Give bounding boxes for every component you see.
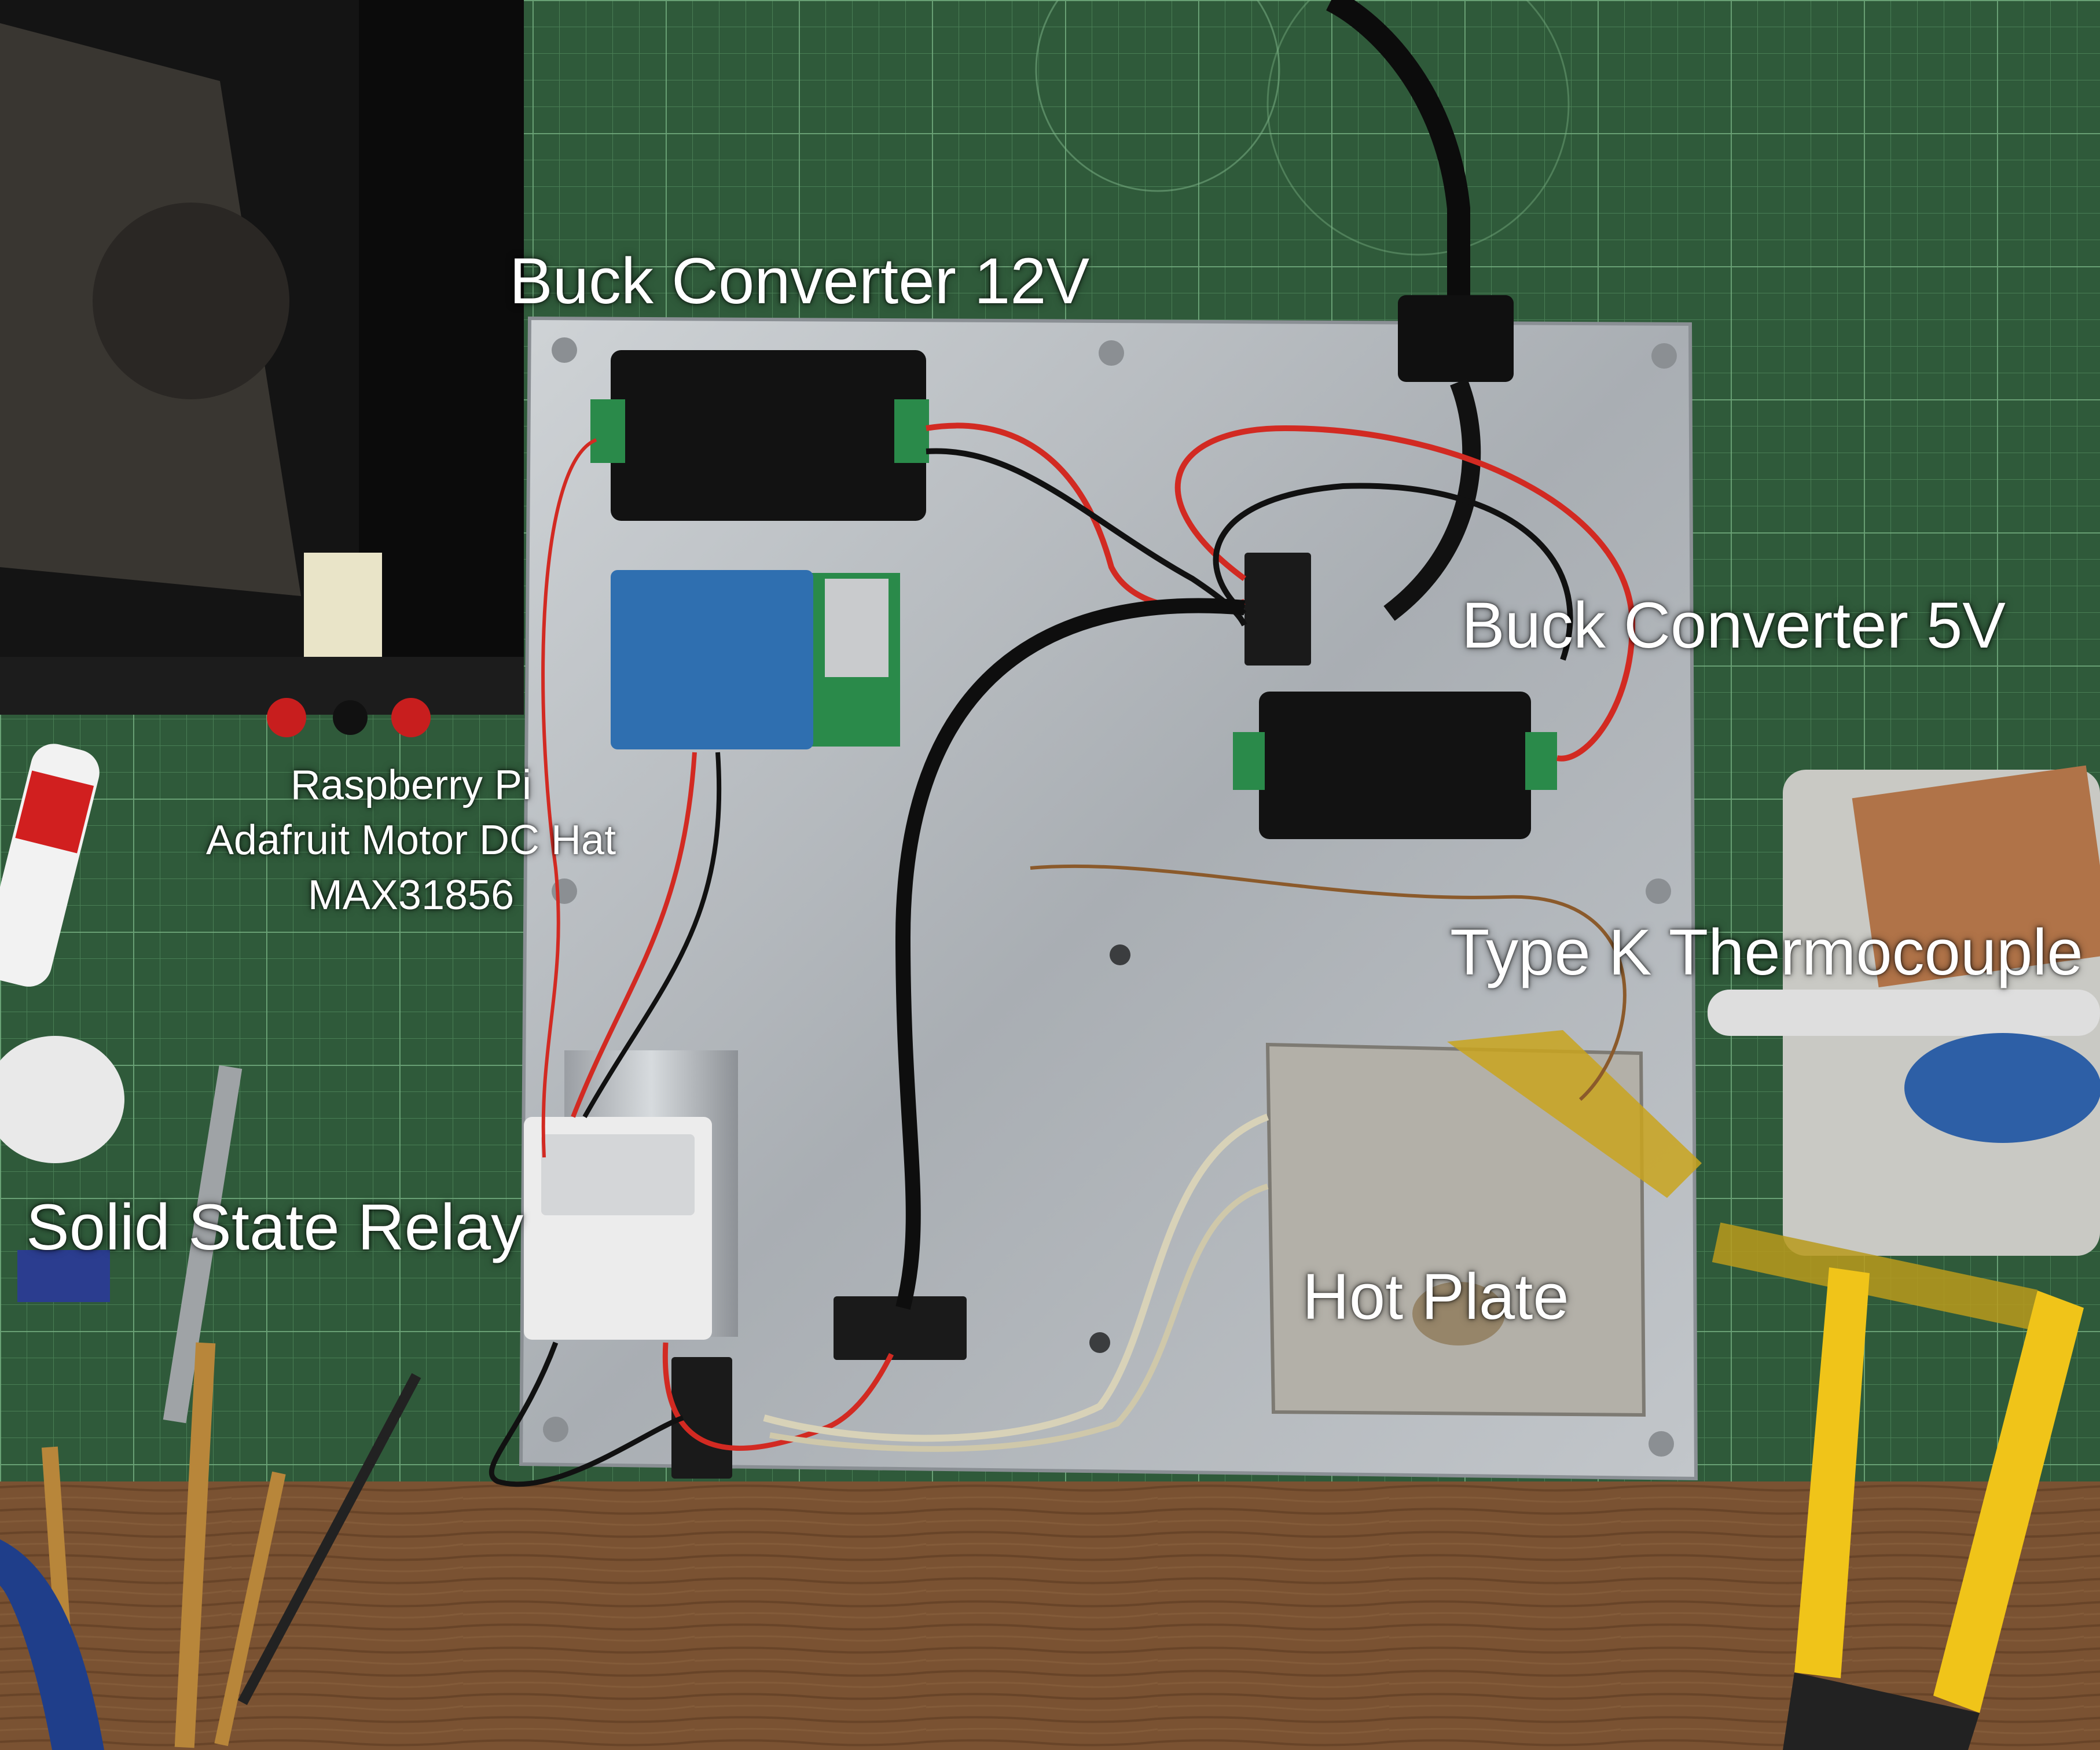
heater-leads-2 bbox=[769, 1183, 1269, 1452]
pi-usb-ports bbox=[825, 579, 889, 677]
wire-stripper-jaw bbox=[1783, 1672, 1980, 1750]
wire-red-left-edge bbox=[541, 438, 597, 1158]
yellow-tape-strip bbox=[1712, 1222, 2038, 1330]
mat-circle-guide bbox=[1035, 0, 1280, 192]
small-breakout-board bbox=[17, 1250, 110, 1302]
plate-screw bbox=[1649, 1431, 1674, 1457]
plate-hole bbox=[1110, 944, 1130, 965]
mains-terminal-block bbox=[1244, 553, 1311, 666]
label-buck-converter-5v: Buck Converter 5V bbox=[1462, 589, 2006, 661]
power-supply-fan bbox=[93, 203, 289, 399]
buck-converter-12v-terminal-out bbox=[894, 399, 929, 463]
power-supply-front bbox=[0, 657, 524, 715]
vise-screwdriver-handle bbox=[1904, 1033, 2100, 1143]
heat-compound-label bbox=[15, 770, 94, 854]
wire-red-ssr-loop bbox=[662, 1342, 894, 1451]
plate-screw bbox=[1651, 343, 1677, 369]
wire-red-ac-loop bbox=[1174, 425, 1636, 762]
ssr-cover-window bbox=[541, 1134, 695, 1215]
ac-power-cable bbox=[1326, 0, 1470, 347]
label-raspberry-pi: Raspberry Pi bbox=[290, 762, 532, 808]
wire-black-ssr-loop bbox=[489, 1341, 684, 1487]
cable-black-to-relay bbox=[895, 598, 1246, 1310]
plate-screw bbox=[1646, 878, 1671, 904]
heater-leads bbox=[763, 1113, 1269, 1442]
power-supply-side bbox=[359, 0, 524, 715]
buck-converter-12v-terminal-in bbox=[590, 399, 625, 463]
wire-stripper-handle-right bbox=[1933, 1291, 2084, 1713]
power-supply-terminal-red bbox=[267, 698, 306, 737]
label-adafruit-motor-hat: Adafruit Motor DC Hat bbox=[205, 817, 616, 864]
plate-screw bbox=[543, 1417, 568, 1442]
buck-converter-5v-terminal-out bbox=[1525, 732, 1557, 790]
drill-bit-3 bbox=[214, 1471, 286, 1747]
tape-roll bbox=[0, 1036, 124, 1163]
label-buck-converter-12v: Buck Converter 12V bbox=[509, 245, 1090, 317]
power-supply-terminal-red-2 bbox=[391, 698, 431, 737]
label-solid-state-relay: Solid State Relay bbox=[26, 1191, 524, 1263]
motor-hat-board bbox=[611, 570, 813, 749]
plate-screw bbox=[552, 337, 577, 363]
plate-hole bbox=[1089, 1332, 1110, 1353]
workbench-grain bbox=[0, 1481, 2100, 1750]
label-raspberry-pi-stack: Raspberry Pi Adafruit Motor DC Hat MAX31… bbox=[185, 758, 637, 923]
ac-power-inlet bbox=[1398, 295, 1514, 382]
buck-converter-12v-module bbox=[611, 350, 926, 521]
label-type-k-thermocouple: Type K Thermocouple bbox=[1450, 916, 2083, 988]
relay-terminal-block bbox=[834, 1296, 967, 1360]
screw-rod bbox=[163, 1065, 243, 1424]
wire-red-pi-to-ssr bbox=[571, 752, 697, 1118]
kapton-tape bbox=[1447, 1030, 1702, 1198]
drill-bit-1 bbox=[174, 1342, 216, 1748]
pliers bbox=[0, 1539, 104, 1750]
hot-plate-burn-mark bbox=[1412, 1282, 1505, 1345]
vise-pcb bbox=[1852, 765, 2100, 988]
wire-black-pi-to-ssr bbox=[582, 752, 722, 1118]
label-hot-plate: Hot Plate bbox=[1302, 1260, 1569, 1333]
thermocouple-wire bbox=[1030, 864, 1627, 1101]
power-supply-terminal-black bbox=[333, 700, 368, 735]
buck-converter-5v-module bbox=[1259, 692, 1531, 839]
vise-screwdriver-shaft bbox=[1708, 990, 2100, 1036]
label-max31856: MAX31856 bbox=[307, 872, 515, 919]
ac-cable-to-terminal bbox=[1383, 378, 1481, 621]
tweezers bbox=[237, 1373, 421, 1705]
plate-screw bbox=[1099, 340, 1124, 366]
power-supply-sticker bbox=[304, 553, 382, 663]
buck-converter-5v-terminal-in bbox=[1233, 732, 1265, 790]
wire-black-ac-loop bbox=[1213, 483, 1573, 661]
mat-circle-guide-2 bbox=[1266, 0, 1570, 256]
wire-stripper-handle-left bbox=[1794, 1267, 1870, 1678]
